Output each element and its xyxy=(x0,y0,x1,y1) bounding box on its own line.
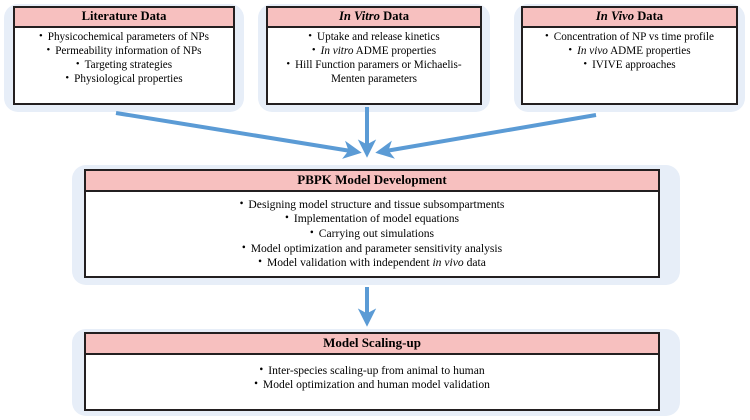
arrow-in-vivo-to-pbpk xyxy=(375,113,597,159)
list-item: Carrying out simulations xyxy=(90,227,654,242)
list-item: Model optimization and parameter sensiti… xyxy=(90,242,654,257)
list-item: Hill Function paramers or Michaelis- xyxy=(272,59,476,73)
model-scaling-up-bullet-list: Inter-species scaling-up from animal to … xyxy=(90,364,654,393)
list-item: Inter-species scaling-up from animal to … xyxy=(90,364,654,379)
node-literature-data[interactable]: Literature Data Physicochemical paramete… xyxy=(13,6,235,105)
literature-data-body: Physicochemical parameters of NPs Permea… xyxy=(15,28,233,103)
in-vivo-data-body: Concentration of NP vs time profile In v… xyxy=(523,28,736,103)
node-pbpk-model-development[interactable]: PBPK Model Development Designing model s… xyxy=(84,169,660,278)
in-vivo-data-title-suffix: Data xyxy=(634,9,664,23)
model-scaling-up-body: Inter-species scaling-up from animal to … xyxy=(86,355,658,409)
node-in-vivo-data[interactable]: In Vivo Data Concentration of NP vs time… xyxy=(521,6,738,105)
list-item: Uptake and release kinetics xyxy=(272,31,476,45)
arrow-literature-to-pbpk xyxy=(115,111,362,159)
list-item-italic: In vitro xyxy=(320,45,354,58)
list-item: Model validation with independent in viv… xyxy=(90,256,654,271)
list-item: In vivo ADME properties xyxy=(527,45,732,59)
list-item-italic: In vivo xyxy=(577,45,608,58)
list-item-continuation: Menten parameters xyxy=(330,72,418,85)
in-vitro-data-title-italic: In Vitro xyxy=(339,9,380,23)
pbpk-model-development-bullet-list: Designing model structure and tissue sub… xyxy=(90,198,654,271)
in-vitro-data-title-suffix: Data xyxy=(379,9,409,23)
list-item: Targeting strategies xyxy=(19,59,229,73)
in-vitro-data-body: Uptake and release kinetics In vitro ADM… xyxy=(268,28,480,103)
list-item: In vitro ADME properties xyxy=(272,45,476,59)
in-vivo-data-bullet-list: Concentration of NP vs time profile In v… xyxy=(527,31,732,73)
list-item-italic: in vivo xyxy=(432,256,464,270)
node-model-scaling-up[interactable]: Model Scaling-up Inter-species scaling-u… xyxy=(84,332,660,411)
model-scaling-up-title: Model Scaling-up xyxy=(86,334,658,355)
list-item: Physicochemical parameters of NPs xyxy=(19,31,229,45)
list-item: Physiological properties xyxy=(19,73,229,87)
list-item: IVIVE approaches xyxy=(527,59,732,73)
list-item: Permeability information of NPs xyxy=(19,45,229,59)
in-vitro-data-bullet-list: Uptake and release kinetics In vitro ADM… xyxy=(272,31,476,87)
in-vitro-data-title: In Vitro Data xyxy=(268,8,480,29)
in-vivo-data-title: In Vivo Data xyxy=(523,8,736,29)
literature-data-title: Literature Data xyxy=(15,8,233,29)
pbpk-model-development-body: Designing model structure and tissue sub… xyxy=(86,192,658,276)
list-item: Designing model structure and tissue sub… xyxy=(90,198,654,213)
list-item: Concentration of NP vs time profile xyxy=(527,31,732,45)
literature-data-bullet-list: Physicochemical parameters of NPs Permea… xyxy=(19,31,229,87)
node-in-vitro-data[interactable]: In Vitro Data Uptake and release kinetic… xyxy=(266,6,482,105)
list-item: Model optimization and human model valid… xyxy=(90,378,654,393)
list-item: Implementation of model equations xyxy=(90,212,654,227)
pbpk-model-development-title: PBPK Model Development xyxy=(86,171,658,192)
in-vivo-data-title-italic: In Vivo xyxy=(595,9,635,23)
